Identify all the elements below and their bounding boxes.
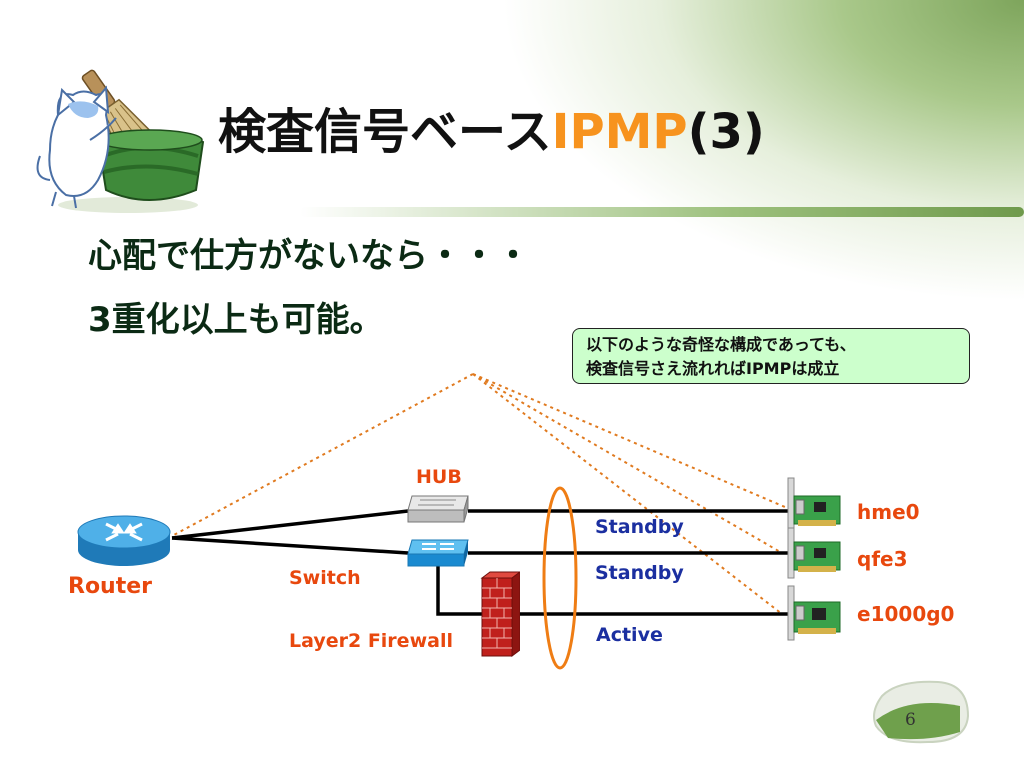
title-suffix: (3)	[687, 104, 765, 160]
body-line-2: 3重化以上も可能。	[88, 300, 384, 340]
title-accent: IPMP	[551, 104, 688, 160]
nic-card-icon	[787, 477, 841, 529]
nic-card-icon	[787, 585, 841, 641]
callout-line-1: 以下のような奇怪な構成であっても、	[586, 335, 856, 354]
switch-label: Switch	[289, 567, 361, 589]
router-label: Router	[68, 574, 153, 599]
firewall-label: Layer2 Firewall	[289, 630, 453, 652]
probe-line-router	[171, 373, 474, 537]
page-number-badge	[873, 680, 970, 744]
hub-icon	[407, 495, 469, 523]
title-main: 検査信号ベース	[218, 104, 552, 160]
interface-label: e1000g0	[857, 602, 955, 626]
link-state-label: Standby	[595, 516, 684, 538]
interface-label: hme0	[857, 500, 920, 524]
callout-box: 以下のような奇怪な構成であっても、 検査信号さえ流れればIPMPは成立	[572, 328, 970, 384]
cat-with-tea-whisk-icon	[36, 69, 205, 213]
title-underline	[300, 207, 1024, 217]
firewall-icon	[480, 571, 520, 657]
probe-line-e1000g0	[472, 373, 783, 615]
interface-label: qfe3	[857, 547, 908, 571]
link-state-label: Standby	[595, 562, 684, 584]
probe-line-hme0	[472, 373, 793, 511]
switch-icon	[407, 539, 469, 567]
page-number: 6	[905, 710, 916, 730]
router-icon	[77, 515, 171, 566]
link-router-switch	[171, 536, 409, 555]
page-title: 検査信号ベースIPMP(3)	[218, 92, 765, 162]
link-router-hub	[171, 509, 409, 540]
callout-line-2: 検査信号さえ流れればIPMPは成立	[586, 359, 840, 378]
body-line-1: 心配で仕方がないなら・・・	[88, 236, 530, 276]
nic-card-icon	[787, 527, 841, 579]
link-switch-firewall	[436, 563, 484, 616]
hub-label: HUB	[416, 466, 462, 488]
background-gradient-bottom-left	[0, 448, 700, 768]
link-group-ellipse	[542, 486, 578, 670]
link-state-label: Active	[596, 624, 663, 646]
